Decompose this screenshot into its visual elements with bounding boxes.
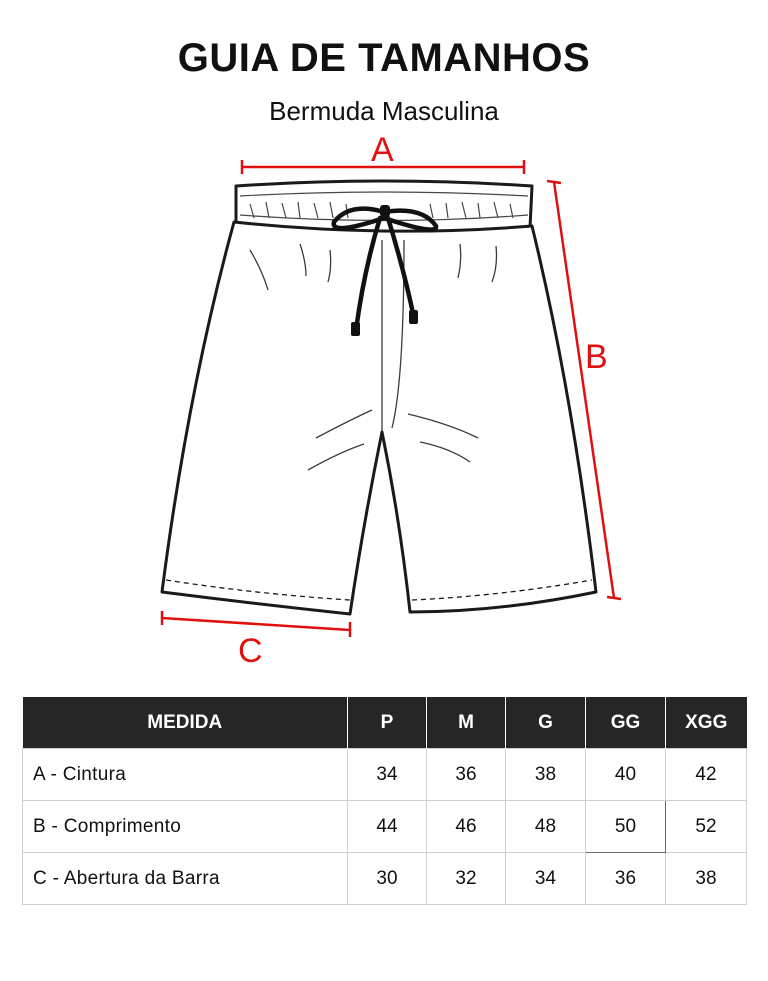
row-label-length: B - Comprimento [22, 800, 348, 853]
shorts-illustration-icon [160, 160, 622, 637]
dimension-c-line [160, 611, 352, 637]
table-cell: 34 [347, 748, 427, 801]
table-cell: 36 [585, 852, 666, 905]
table-cell: 42 [665, 748, 747, 801]
dimension-b-label: B [585, 338, 608, 376]
dimension-a-line [240, 160, 526, 174]
table-cell: 52 [665, 800, 747, 853]
row-label-hem-opening: C - Abertura da Barra [22, 852, 348, 905]
table-cell: 44 [347, 800, 427, 853]
table-cell: 38 [665, 852, 747, 905]
drawstring-icon [331, 206, 439, 333]
column-header-gg: GG [585, 697, 666, 749]
table-cell: 46 [426, 800, 506, 853]
shorts-diagram: A B C [160, 131, 622, 670]
column-header-m: M [426, 697, 506, 749]
column-header-g: G [505, 697, 586, 749]
table-cell: 36 [426, 748, 506, 801]
table-cell: 30 [347, 852, 427, 905]
dimension-a-label: A [371, 131, 394, 169]
table-cell: 40 [585, 748, 666, 801]
table-cell: 50 [585, 800, 666, 853]
table-row: C - Abertura da Barra 30 32 34 36 38 [22, 852, 747, 905]
dimension-b-line [546, 179, 622, 601]
column-header-measure: MEDIDA [22, 697, 348, 749]
table-cell: 48 [505, 800, 586, 853]
page-title: GUIA DE TAMANHOS [177, 36, 591, 80]
shorts-body [160, 179, 598, 616]
table-cell: 32 [426, 852, 506, 905]
table-cell: 34 [505, 852, 586, 905]
page-subtitle: Bermuda Masculina [269, 96, 499, 126]
size-table: MEDIDA P M G GG XGG A - Cintura 34 36 38… [22, 697, 747, 905]
column-header-xgg: XGG [665, 697, 747, 749]
table-row: B - Comprimento 44 46 48 50 52 [22, 800, 747, 853]
column-header-p: P [347, 697, 427, 749]
row-label-waist: A - Cintura [22, 748, 348, 801]
table-row: A - Cintura 34 36 38 40 42 [22, 748, 747, 801]
table-cell: 38 [505, 748, 586, 801]
dimension-c-label: C [238, 632, 263, 670]
table-header-row: MEDIDA P M G GG XGG [22, 697, 747, 749]
